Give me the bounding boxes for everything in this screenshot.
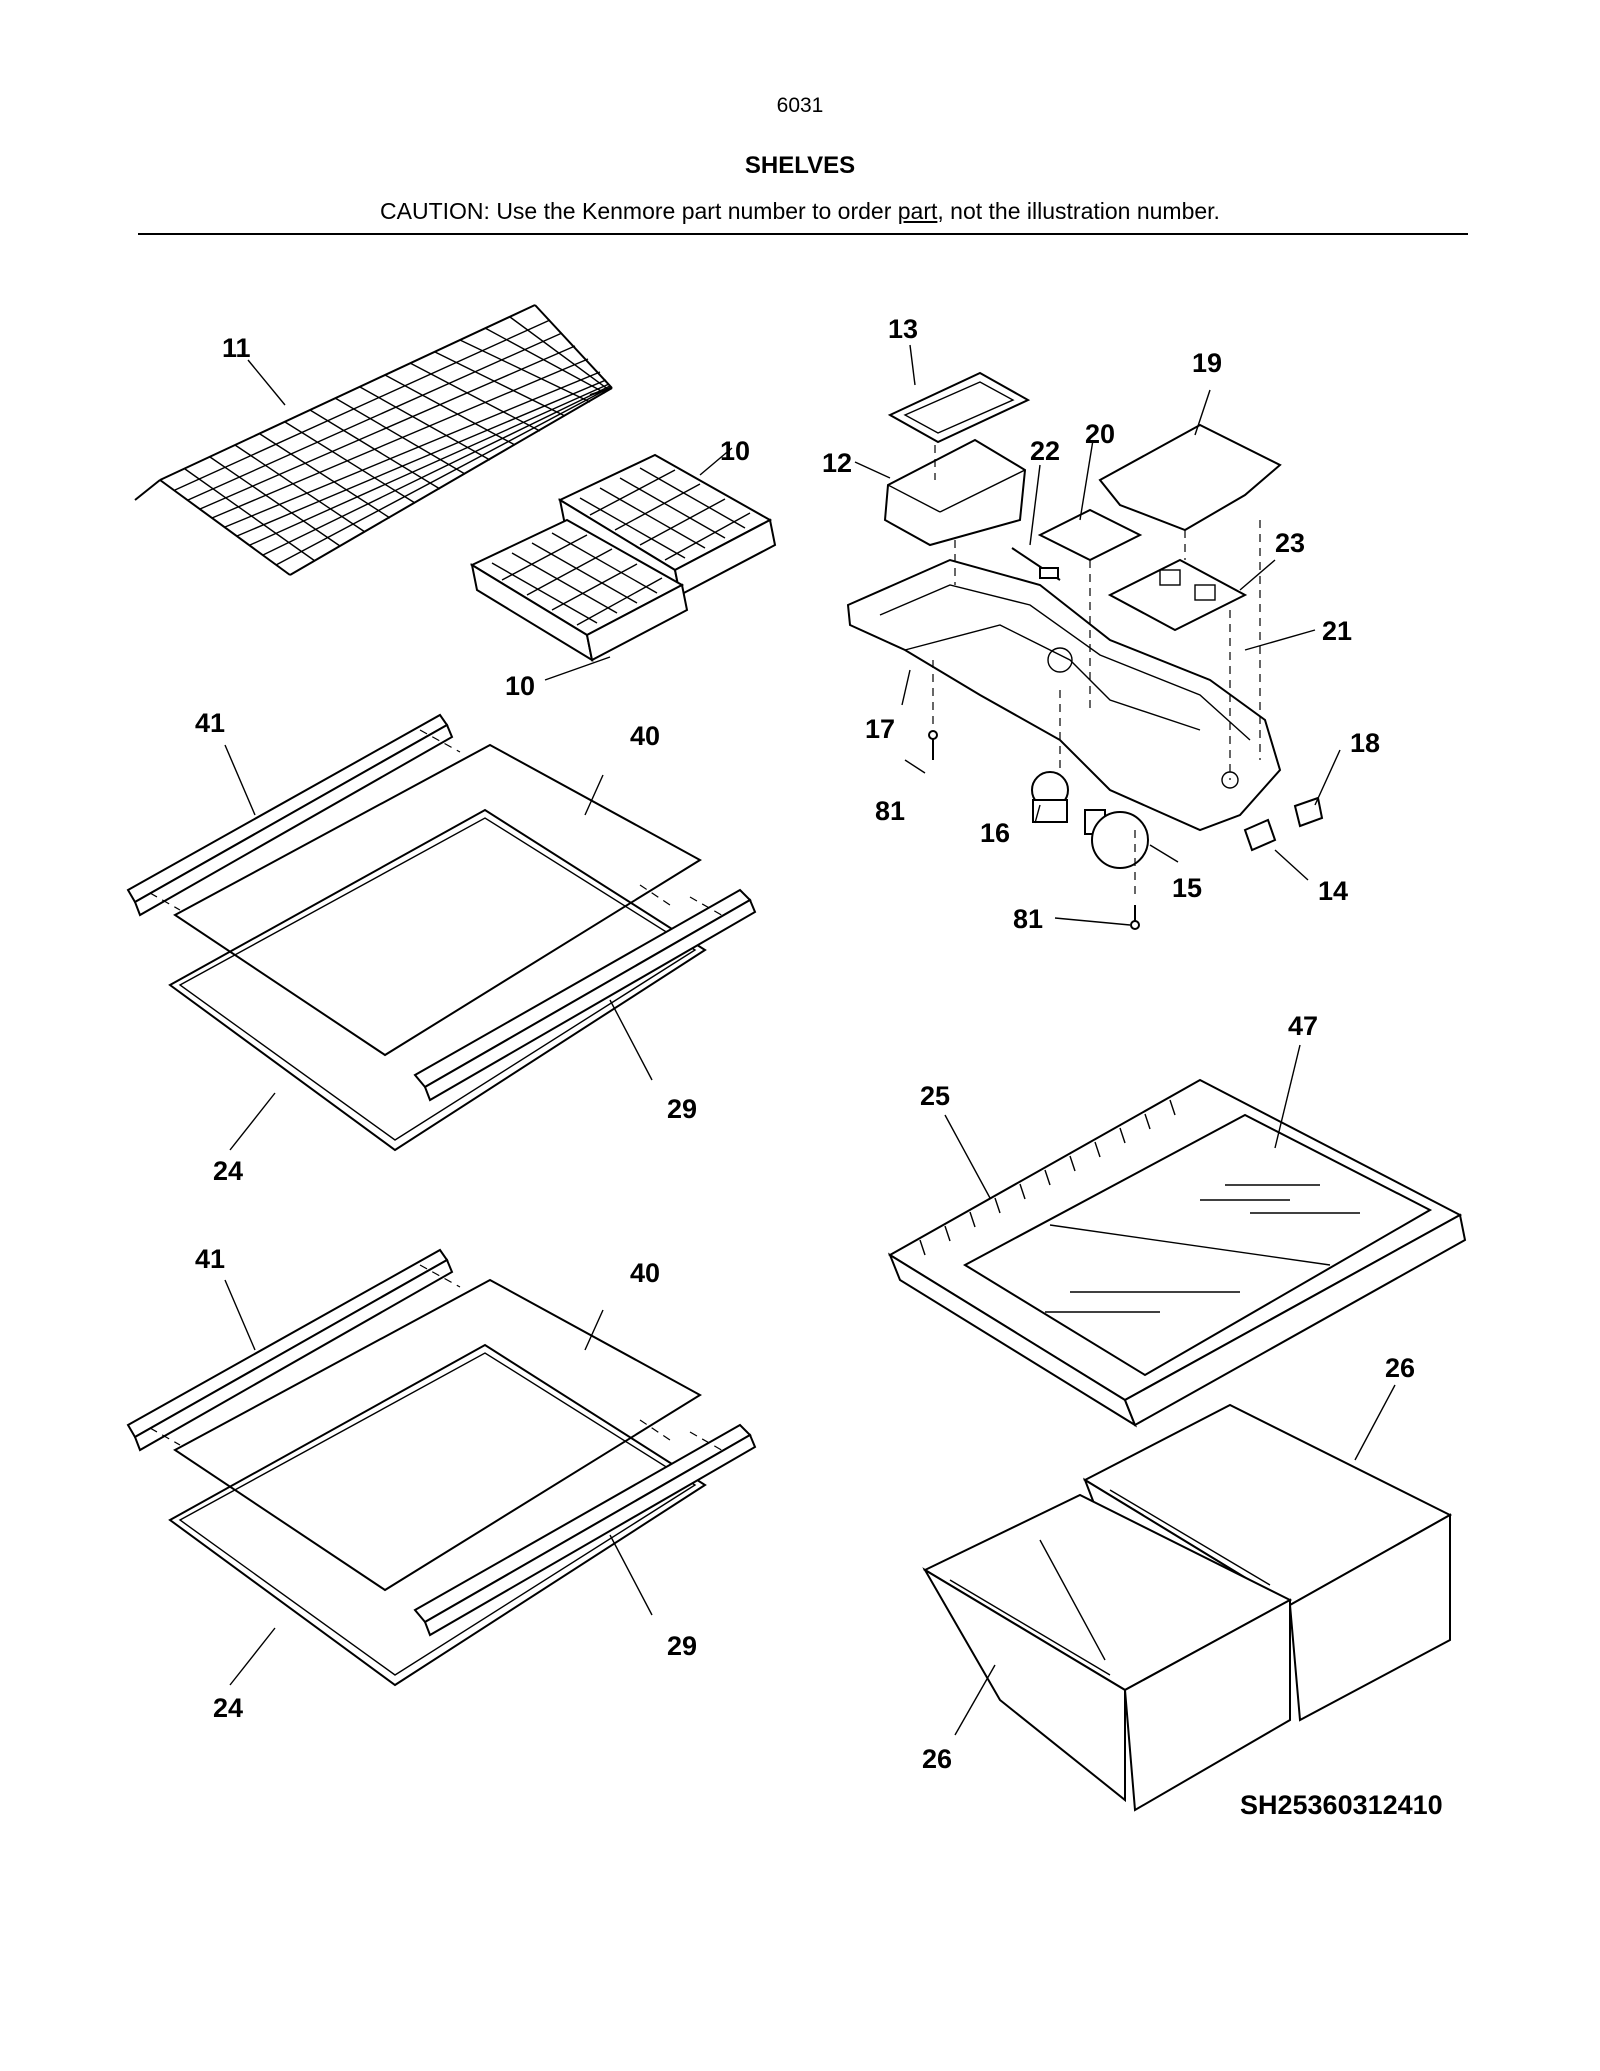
callout-81: 81: [875, 796, 905, 826]
callout-11: 11: [222, 333, 251, 363]
light-socket-part: [1031, 771, 1069, 823]
caution-text-start: CAUTION: Use the Kenmore part number to …: [380, 198, 898, 224]
crisper-drawer-part: [922, 1493, 1293, 1812]
callout-16: 16: [980, 818, 1010, 848]
housing-part: [846, 558, 1282, 832]
screw-part: [1130, 905, 1140, 930]
callout-20: 20: [1085, 419, 1115, 449]
shelf-trim-part: [126, 1248, 454, 1452]
ice-tray-part: [469, 518, 689, 663]
light-bulb-part: [1084, 809, 1149, 869]
filter-housing-part: [883, 438, 1027, 547]
callout-25: 25: [920, 1081, 950, 1111]
callout-29: 29: [667, 1631, 697, 1661]
filter-part: [887, 371, 1031, 444]
switch-part: [1243, 818, 1277, 852]
callout-26: 26: [922, 1744, 952, 1774]
callout-47: 47: [1288, 1011, 1318, 1041]
callout-10: 10: [505, 671, 535, 701]
callout-19: 19: [1192, 348, 1222, 378]
caution-text-end: , not the illustration number.: [937, 198, 1220, 224]
callout-21: 21: [1322, 616, 1352, 646]
shelf-frame-part: [168, 1343, 707, 1687]
screw-part: [928, 730, 938, 760]
callout-81: 81: [1013, 904, 1043, 934]
shelf-trim-part: [413, 888, 757, 1102]
wire-shelf-part: [134, 304, 613, 576]
callout-41: 41: [195, 1244, 225, 1274]
callout-18: 18: [1350, 728, 1380, 758]
shelf-trim-part: [413, 1423, 757, 1637]
light-shield-part: [1098, 423, 1282, 532]
callout-15: 15: [1172, 873, 1202, 903]
callout-40: 40: [630, 721, 660, 751]
crisper-cover-part: [887, 1078, 1467, 1428]
shelf-frame-part: [168, 808, 707, 1152]
control-cover-part: [1037, 508, 1143, 562]
callout-24: 24: [213, 1156, 243, 1186]
callout-41: 41: [195, 708, 225, 738]
diagram-code: SH25360312410: [1240, 1790, 1443, 1820]
callout-10: 10: [720, 436, 750, 466]
callout-14: 14: [1318, 876, 1348, 906]
callout-40: 40: [630, 1258, 660, 1288]
callout-23: 23: [1275, 528, 1305, 558]
page-title: SHELVES: [744, 152, 856, 179]
shelf-trim-part: [126, 713, 454, 917]
caution-text-underlined: part: [897, 198, 938, 224]
control-board-part: [1107, 558, 1248, 632]
switch-knob-part: [1293, 796, 1324, 828]
callout-12: 12: [822, 448, 852, 478]
glass-shelf-part: [173, 1278, 702, 1592]
callout-29: 29: [667, 1094, 697, 1124]
callout-22: 22: [1030, 436, 1060, 466]
wire-harness-part: [1011, 547, 1061, 581]
callout-17: 17: [865, 714, 895, 744]
caution-note: CAUTION: Use the Kenmore part number to …: [0, 198, 1600, 225]
callout-13: 13: [888, 314, 918, 344]
callout-26: 26: [1385, 1353, 1415, 1383]
glass-shelf-part: [173, 743, 702, 1057]
page-number: 6031: [776, 94, 824, 117]
callout-24: 24: [213, 1693, 243, 1723]
header-divider: [138, 233, 1468, 235]
